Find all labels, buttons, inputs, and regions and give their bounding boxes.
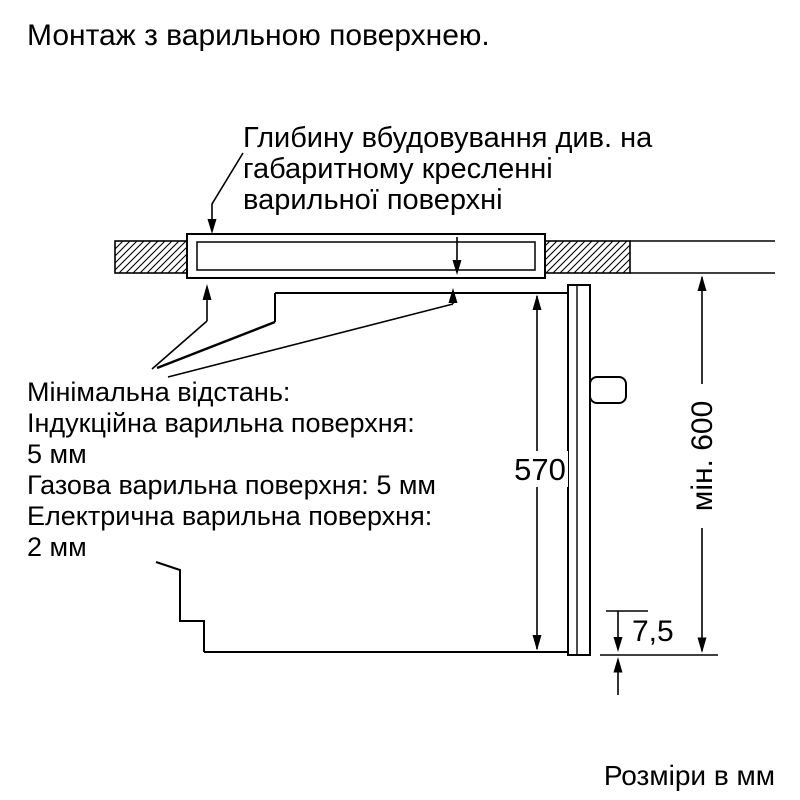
cabinet-base-step (155, 561, 205, 652)
min-distance-induction-label: Індукційна варильна поверхня: (27, 408, 415, 438)
dim-570-label: 570 (514, 452, 566, 487)
min-distance-arrow-up-right-icon (448, 288, 458, 303)
dim-570-arrow-down-icon (532, 635, 542, 651)
oven-door (567, 284, 591, 656)
dim-600-label-bg (683, 384, 721, 528)
dim-7-5-label: 7,5 (632, 615, 674, 648)
min-distance-arrow-up-left-icon (202, 284, 212, 300)
min-distance-gas-label: Газова варильна поверхня: 5 мм (27, 470, 436, 500)
note-arrow-down-left-icon (207, 219, 217, 234)
embed-depth-note-line2: габаритному кресленні (243, 153, 553, 185)
min-distance-electric-label: Електрична варильна поверхня: (27, 501, 432, 531)
dim-600-label: мін. 600 (686, 401, 719, 512)
countertop-left-section (114, 240, 188, 274)
note-arrow-down-hob-icon (452, 260, 462, 275)
min-distance-leader-right (167, 303, 454, 378)
countertop-right-section (544, 240, 631, 274)
dim-600-arrow-up-icon (697, 275, 707, 291)
oven-door-handle (589, 376, 627, 404)
hob-inner-outline (196, 241, 536, 271)
note-leader-line (211, 152, 244, 230)
embed-depth-note-line1: Глибину вбудовування див. на (243, 122, 653, 154)
hob-body (186, 233, 546, 279)
diagram-title: Монтаж з варильною поверхнею. (27, 19, 490, 52)
dim-7-5-arrow-down-icon (613, 637, 623, 652)
min-distance-heading: Мінімальна відстань: (27, 377, 290, 407)
dim-600-arrow-down-icon (697, 637, 707, 653)
min-distance-leader-left (151, 320, 208, 370)
units-note: Розміри в мм (604, 760, 775, 791)
dim-7-5-arrow-up-icon (613, 657, 623, 673)
embed-depth-note-line3: варильної поверхні (243, 184, 503, 216)
dim-570-arrow-up-icon (532, 294, 542, 310)
dim-570-label-bg (512, 451, 568, 487)
cabinet-break-line (156, 320, 276, 370)
min-distance-electric-value: 2 мм (27, 532, 87, 562)
min-distance-induction-value: 5 мм (27, 439, 87, 469)
